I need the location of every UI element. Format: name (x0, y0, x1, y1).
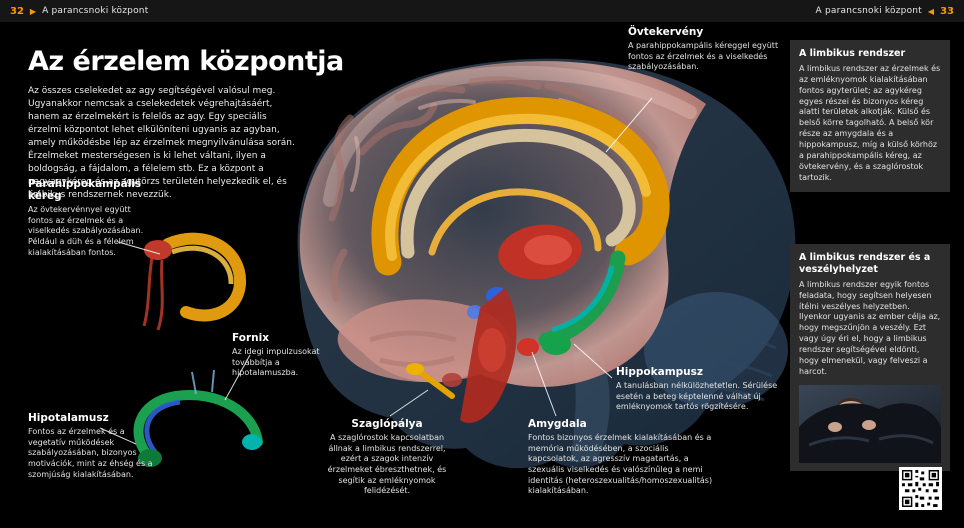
callout-cingulate: Övtekervény A parahippokampális kéreggel… (628, 26, 780, 73)
callout-fornix: Fornix Az idegi impulzusokat továbbítja … (232, 332, 348, 379)
cingulate-highlight (385, 113, 651, 261)
callout-title: Hippokampusz (616, 366, 703, 378)
olfactory-bulb (406, 363, 424, 375)
optic-chiasm (442, 373, 462, 387)
chapter-arrow-left-icon: ◀ (927, 6, 935, 16)
panel-title: A limbikus rendszer és a veszélyhelyzet (799, 252, 931, 275)
callout-title: Amygdala (528, 418, 587, 430)
pons (478, 328, 506, 372)
parahippocampal-detail (142, 232, 247, 331)
callout-title: Szaglópálya (351, 418, 423, 430)
callout-amygdala: Amygdala Fontos bizonyos érzelmek kialak… (528, 418, 720, 497)
callout-title: Hipotalamusz (28, 412, 109, 424)
chapter-arrow-right-icon: ▶ (29, 6, 37, 16)
olfactory-tract (417, 369, 455, 399)
cingulate-gyrus (371, 97, 670, 276)
right-page-number: 33 (940, 5, 954, 17)
intro-paragraph: Az összes cselekedet az agy segítségével… (28, 86, 295, 201)
header-left: 32 ▶ A parancsnoki központ (10, 6, 148, 17)
callout-text: A parahippokampális kéreggel együtt font… (628, 41, 779, 72)
cerebellum (644, 292, 788, 408)
right-chapter-title: A parancsnoki központ (815, 6, 922, 16)
leader-lines (99, 97, 653, 445)
callout-text: A tanulásban nélkülözhetetlen. Sérülése … (616, 381, 778, 412)
danger-panel: A limbikus rendszer és a veszélyhelyzet … (790, 244, 950, 471)
panel-text: A limbikus rendszer az érzelmek és az em… (799, 63, 941, 182)
panel-title: A limbikus rendszer (799, 48, 906, 59)
callout-hypothalamus: Hipotalamusz Fontos az érzelmek és a veg… (28, 412, 154, 480)
callout-text: Az övtekervénnyel együtt fontos az érzel… (28, 205, 144, 257)
qr-code (899, 467, 942, 510)
hypothalamus-detail (133, 369, 263, 467)
dentate-gyrus (551, 265, 615, 333)
callout-olfactory: Szaglópálya A szaglórostok kapcsolatban … (326, 418, 448, 497)
left-page-number: 32 (10, 5, 24, 17)
callout-text: Fontos az érzelmek és a vegetatív működé… (28, 427, 153, 479)
callout-parahippocampal: Parahippokampális kéreg Az övtekervénnye… (28, 178, 156, 258)
left-chapter-title: A parancsnoki központ (42, 6, 149, 16)
header-right: A parancsnoki központ ◀ 33 (816, 6, 954, 17)
page-title: Az érzelem központja (28, 46, 344, 78)
callout-text: Az idegi impulzusokat továbbítja a hipot… (232, 347, 320, 378)
panel-text: A limbikus rendszer egyik fontos feladat… (799, 279, 941, 376)
callout-title: Fornix (232, 332, 269, 344)
corpus-callosum (400, 128, 636, 259)
callout-text: Fontos bizonyos érzelmek kialakításában … (528, 433, 713, 496)
limbic-system-panel: A limbikus rendszer A limbikus rendszer … (790, 40, 950, 192)
amygdala-structure (517, 338, 539, 356)
cortex-highlight (323, 65, 697, 207)
hippocampus-head (541, 333, 571, 355)
page-header: 32 ▶ A parancsnoki központ A parancsnoki… (0, 0, 964, 22)
callout-hippocampus: Hippokampusz A tanulásban nélkülözhetetl… (616, 366, 784, 413)
fornix-band (428, 188, 602, 256)
fear-photo (799, 384, 941, 463)
cerebellum-folds (655, 304, 777, 402)
callout-title: Övtekervény (628, 26, 704, 38)
callout-text: A szaglórostok kapcsolatban állnak a lim… (327, 433, 447, 496)
thalamus-highlight (524, 235, 572, 265)
callout-title: Parahippokampális kéreg (28, 178, 142, 203)
